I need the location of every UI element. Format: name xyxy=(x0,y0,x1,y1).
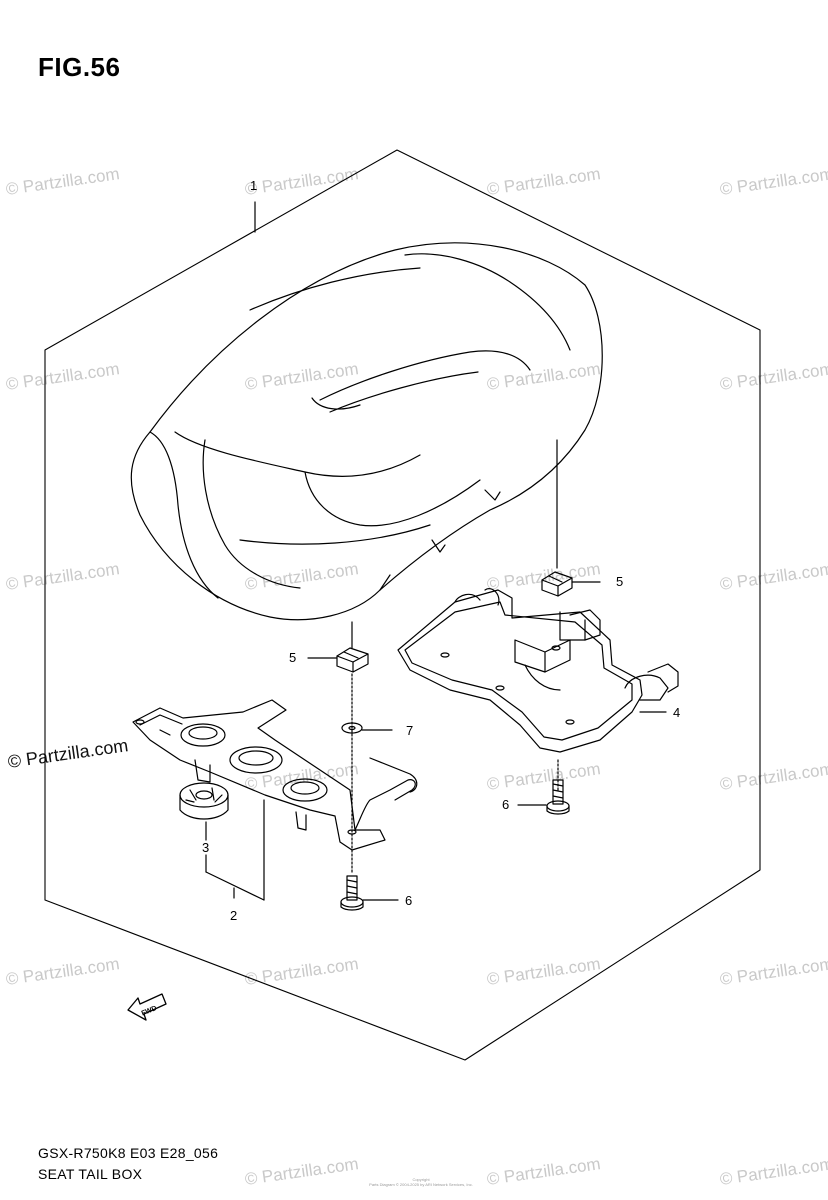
u-nut-right xyxy=(541,571,573,597)
lock-bracket xyxy=(132,699,418,851)
callout-1: 1 xyxy=(250,178,257,193)
callout-6-left: 6 xyxy=(405,893,412,908)
bolt-left xyxy=(340,875,364,911)
copyright-line: Copyright xyxy=(412,1177,430,1182)
washer-hole xyxy=(348,725,356,731)
damper-rubber xyxy=(179,782,229,820)
callout-6-right: 6 xyxy=(502,797,509,812)
callout-5-left: 5 xyxy=(289,650,296,665)
callout-4: 4 xyxy=(673,705,680,720)
fwd-label: FWD xyxy=(141,1005,158,1017)
figure-title: FIG.56 xyxy=(38,52,121,82)
figure-name: SEAT TAIL BOX xyxy=(38,1166,143,1182)
copyright-line: Parts Diagram © 2004-2025 by ARI Network… xyxy=(369,1182,473,1187)
bolt-right xyxy=(546,779,570,815)
callout-3: 3 xyxy=(202,840,209,855)
callout-5-right: 5 xyxy=(616,574,623,589)
assembly-boundary xyxy=(44,149,761,1061)
u-nut-left xyxy=(336,647,369,673)
figure-code: GSX-R750K8 E03 E28_056 xyxy=(38,1145,219,1161)
callout-7: 7 xyxy=(406,723,413,738)
washer xyxy=(341,722,363,734)
callout-2: 2 xyxy=(230,908,237,923)
fwd-arrow-icon xyxy=(127,993,167,1021)
copyright-notice: Copyright Parts Diagram © 2004-2025 by A… xyxy=(356,1177,486,1187)
leader-2-a xyxy=(205,871,265,901)
seat-tail-cover xyxy=(130,242,603,621)
bracket-plate xyxy=(397,588,679,753)
